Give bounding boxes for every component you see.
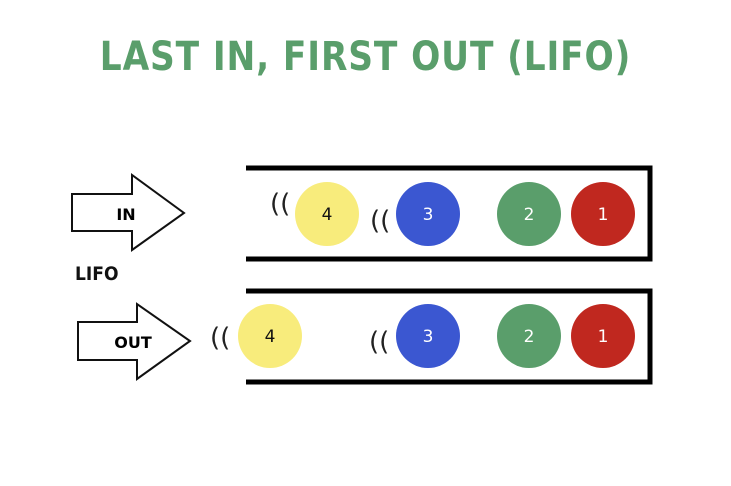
motion-lines-icon: (( [370, 206, 390, 236]
ball-label: 3 [423, 327, 434, 347]
stack-container-out [246, 288, 653, 385]
lifo-label: LIFO [75, 263, 119, 285]
in-arrow-icon: IN [71, 173, 186, 252]
row-in: IN (( (( 4 3 2 1 [71, 165, 653, 262]
in-arrow-label: IN [116, 205, 135, 224]
stack-container-in [246, 165, 653, 262]
motion-lines-icon: (( [270, 189, 290, 219]
ball-label: 4 [322, 205, 333, 225]
ball-label: 3 [423, 205, 434, 225]
motion-lines-icon: (( [210, 323, 230, 353]
ball-3: 3 [396, 182, 460, 246]
ball-2: 2 [497, 182, 561, 246]
ball-1: 1 [571, 182, 635, 246]
ball-label: 4 [265, 327, 276, 347]
ball-3: 3 [396, 304, 460, 368]
ball-4: 4 [295, 182, 359, 246]
out-arrow-label: OUT [114, 333, 152, 352]
ball-label: 2 [524, 327, 535, 347]
ball-label: 1 [598, 205, 609, 225]
ball-2: 2 [497, 304, 561, 368]
ball-label: 2 [524, 205, 535, 225]
page-title: LAST IN, FIRST OUT (LIFO) [99, 34, 632, 80]
motion-lines-icon: (( [369, 327, 389, 357]
out-arrow-icon: OUT [77, 302, 192, 381]
row-out: OUT (( (( 4 3 2 1 [77, 288, 653, 385]
ball-4: 4 [238, 304, 302, 368]
ball-label: 1 [598, 327, 609, 347]
ball-1: 1 [571, 304, 635, 368]
